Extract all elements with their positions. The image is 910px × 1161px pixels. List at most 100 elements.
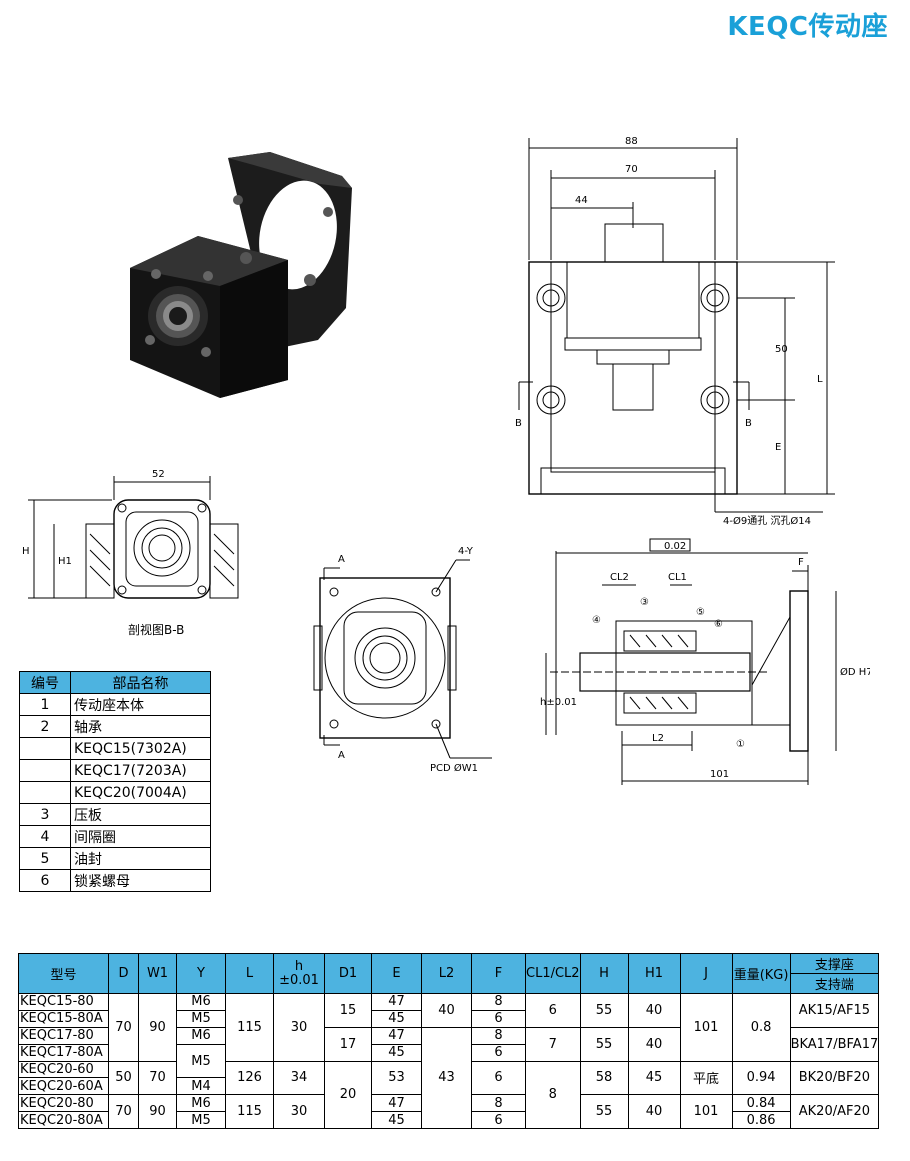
table-row: KEQC15-80A M5 45 6 [18,1009,879,1028]
l2-cell: 43 [421,1026,472,1130]
header-f: F [471,953,526,994]
dim-44: 44 [575,195,588,206]
h1-cell: 40 [627,1026,681,1062]
part-no: 6 [19,869,71,892]
dim-e: E [775,442,781,453]
h-cell: 30 [273,993,325,1062]
hh-cell: 55 [579,993,629,1028]
l-cell: 115 [225,1094,274,1130]
section-a-bottom-label: A [338,750,345,761]
support-cell: AK20/AF20 [789,1094,880,1130]
l-cell: 115 [225,993,274,1062]
front-view-drawing: 88 70 44 B B 50 E L [505,130,850,530]
d1-cell: 15 [324,993,372,1028]
header-d1: D1 [324,953,372,994]
holes-note: 4-Ø9通孔 沉孔Ø14 [723,514,811,527]
header-l: L [225,953,274,994]
parts-header-no: 编号 [19,671,71,694]
part-name: 传动座本体 [70,693,211,716]
dim-cl1: CL1 [668,572,687,583]
l-cell: 126 [225,1060,274,1096]
y-cell: M6 [176,993,226,1011]
part-name: 油封 [70,847,211,870]
part-no: 2 [19,715,71,738]
section-aa-drawing: 0.02 F CL2 CL1 ④ ③ ⑤ ⑥ ① h±0.01 ØD H7 L2 [540,535,870,795]
callout-6: ⑥ [714,619,723,630]
callout-5: ⑤ [696,607,705,618]
dim-h1: H1 [58,556,72,567]
f-cell: 8 [471,1026,526,1045]
cl-cell: 8 [525,1060,581,1130]
weight-cell: 0.94 [731,1060,791,1096]
header-j: J [679,953,733,994]
spec-header-row: 型号 D W1 Y L h ±0.01 D1 E L2 F CL1/CL2 H … [18,953,880,994]
f-cell: 6 [471,1043,526,1062]
support-cell: BK20/BF20 [789,1060,880,1096]
j-cell: 101 [679,993,733,1062]
table-row: KEQC20(7004A) [19,781,211,804]
table-row: KEQC15-80 70 90 M6 115 30 15 47 40 8 6 5… [18,993,880,1062]
callout-3: ③ [640,597,649,608]
dim-52: 52 [152,469,165,480]
header-w1: W1 [138,953,177,994]
dim-70: 70 [625,164,638,175]
support-cell: AK15/AF15 [789,993,880,1028]
d-cell: 70 [108,993,139,1062]
dim-101: 101 [710,769,729,780]
dim-50: 50 [775,344,788,355]
y-cell: M6 [176,1026,226,1045]
part-name: KEQC20(7004A) [70,781,211,804]
part-no: 5 [19,847,71,870]
h1-cell: 40 [627,993,681,1028]
page-title: KEQC传动座 [727,12,888,42]
h1-cell: 40 [627,1094,681,1130]
dim-f: F [798,557,804,568]
y-cell: M6 [176,1094,226,1113]
h1-cell: 45 [627,1060,681,1096]
e-cell: 45 [371,1009,422,1028]
hh-cell: 55 [579,1094,629,1130]
model-cell: KEQC15-80 [18,993,109,1011]
e-cell: 53 [371,1060,422,1096]
product-photo [120,140,360,400]
e-cell: 45 [371,1111,422,1130]
dim-h-tol: h±0.01 [540,697,577,708]
part-no: 1 [19,693,71,716]
part-no [19,759,71,782]
dim-l2: L2 [652,733,664,744]
header-support-bottom: 支持端 [789,973,880,994]
dim-l: L [817,374,823,385]
hh-cell: 55 [579,1026,629,1062]
l2-cell: 40 [421,993,472,1028]
end-view-drawing: A A 4-Y PCD ØW1 [300,540,495,775]
header-h-tol: h ±0.01 [273,953,325,994]
part-no [19,737,71,760]
model-cell: KEQC15-80A [18,1009,109,1028]
e-cell: 47 [371,1026,422,1045]
h-cell: 30 [273,1094,325,1130]
section-bb-caption: 剖视图B-B [128,622,184,637]
dim-88: 88 [625,136,638,147]
parts-header-row: 编号 部品名称 [19,671,211,694]
model-cell: KEQC20-80A [18,1111,109,1130]
h-cell: 34 [273,1060,325,1096]
dim-h: H [22,546,30,557]
header-h: H [579,953,629,994]
section-b-right-label: B [745,418,752,429]
part-name: 轴承 [70,715,211,738]
table-row: KEQC17(7203A) [19,759,211,782]
e-cell: 45 [371,1043,422,1062]
part-name: 间隔圈 [70,825,211,848]
e-cell: 47 [371,1094,422,1113]
w1-cell: 90 [138,993,177,1062]
table-row: KEQC20-80 70 90 M6 115 30 47 8 55 40 101… [18,1094,880,1130]
flatness-value: 0.02 [664,541,686,552]
model-cell: KEQC17-80A [18,1043,109,1062]
table-row: KEQC20-80A M5 45 6 0.86 [18,1111,879,1130]
support-cell: BKA17/BFA17 [789,1026,880,1062]
